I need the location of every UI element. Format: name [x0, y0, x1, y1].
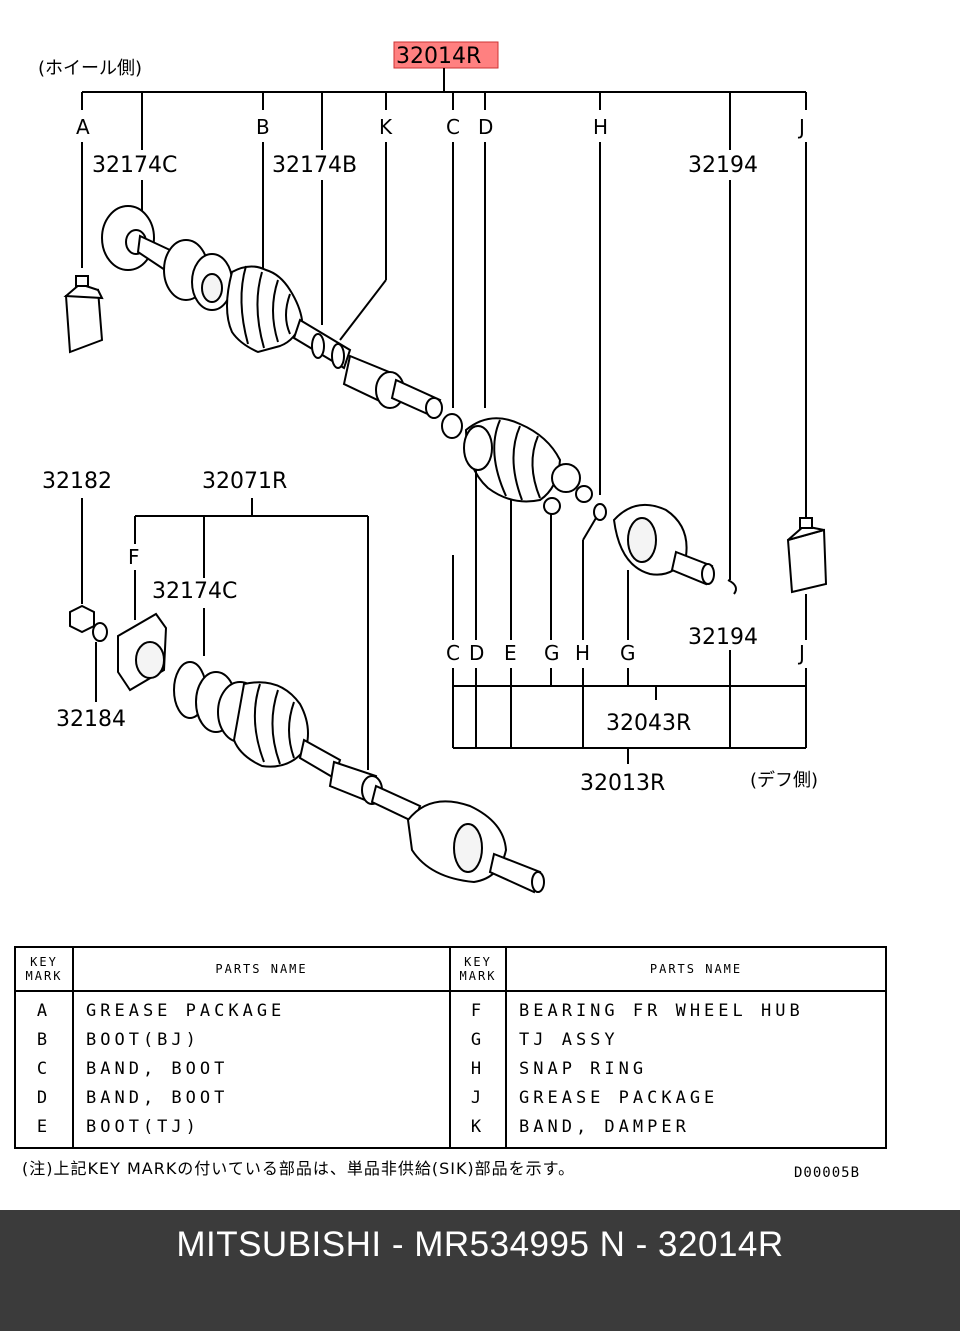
wheel-side-label: (ホイール側): [38, 58, 142, 79]
tripod-upper: [543, 463, 593, 515]
left-part-name: GREASE PACKAGE: [86, 1001, 286, 1021]
part-32194-top[interactable]: 32194: [688, 153, 758, 178]
damper-lower: [328, 760, 422, 824]
left-part-name: BAND, BOOT: [86, 1088, 229, 1108]
header-parts-name-right: PARTS NAME: [505, 946, 887, 992]
table-body-row: A B C D E GREASE PACKAGE BOOT(BJ) BAND, …: [14, 990, 887, 1149]
snap-ring-upper: [593, 503, 607, 521]
part-32182[interactable]: 32182: [42, 469, 112, 494]
part-32174b[interactable]: 32174B: [272, 153, 357, 178]
right-marks-column: F G H J K: [449, 990, 507, 1149]
right-mark: H: [470, 1059, 486, 1079]
letter-c-bottom: C: [446, 641, 460, 665]
left-mark: B: [36, 1030, 52, 1050]
header-parts-name-left: PARTS NAME: [72, 946, 451, 992]
band-c-upper: [441, 413, 463, 439]
part-32071r[interactable]: 32071R: [202, 469, 287, 494]
left-mark: D: [36, 1088, 52, 1108]
damper-upper: [311, 333, 443, 419]
grease-package-a: [63, 275, 104, 354]
letter-b-top: B: [256, 115, 270, 139]
footer-bar: MITSUBISHI - MR534995 N - 32014R: [0, 1210, 960, 1331]
right-part-name: SNAP RING: [519, 1059, 648, 1079]
tj-housing-lower: [406, 800, 545, 894]
washer-32184: [92, 622, 108, 642]
bottom-bracket-lines: [452, 470, 807, 764]
letter-h-top: H: [593, 115, 608, 139]
exploded-parts-diagram: (ホイール側) 32014R A B K C D H J 32174C 3217…: [38, 41, 828, 894]
letter-j-bottom: J: [797, 641, 805, 665]
letter-a-top: A: [76, 115, 90, 139]
letter-j-top: J: [797, 115, 805, 139]
footer-part-title: MITSUBISHI - MR534995 N - 32014R: [176, 1225, 784, 1264]
right-part-name: TJ ASSY: [519, 1030, 619, 1050]
left-mark: E: [36, 1117, 52, 1137]
part-32174c-bottom[interactable]: 32174C: [152, 579, 237, 604]
left-mark: A: [36, 1001, 52, 1021]
top-bracket-drops: [81, 92, 807, 150]
highlighted-part-number[interactable]: 32014R: [396, 44, 481, 69]
right-names-column: BEARING FR WHEEL HUB TJ ASSY SNAP RING G…: [505, 990, 887, 1149]
right-mark: G: [470, 1030, 486, 1050]
letter-h-bottom: H: [575, 641, 590, 665]
letter-g-bottom-1: G: [544, 641, 560, 665]
part-32194-bottom[interactable]: 32194: [688, 625, 758, 650]
left-part-name: BAND, BOOT: [86, 1059, 229, 1079]
right-part-name: BEARING FR WHEEL HUB: [519, 1001, 804, 1021]
right-mark: K: [470, 1117, 486, 1137]
tj-housing-upper: [612, 503, 715, 586]
letter-g-bottom-2: G: [620, 641, 636, 665]
grease-package-j: [786, 517, 828, 594]
diagram-code: D00005B: [794, 1165, 861, 1181]
right-part-name: BAND, DAMPER: [519, 1117, 690, 1137]
left-part-name: BOOT(BJ): [86, 1030, 200, 1050]
part-32013r[interactable]: 32013R: [580, 771, 665, 796]
wheel-hub-f: [117, 612, 168, 692]
outer-joint-upper: [101, 205, 233, 311]
left-marks-column: A B C D E: [14, 990, 74, 1149]
diff-side-label: (デフ側): [750, 770, 818, 791]
footnote: (注)上記KEY MARKの付いている部品は、単品非供給(SIK)部品を示す。: [22, 1159, 576, 1178]
letter-k-top: K: [379, 115, 393, 139]
part-32043r[interactable]: 32043R: [606, 711, 691, 736]
boot-tj-upper: [463, 417, 562, 503]
left-mark: C: [36, 1059, 52, 1079]
right-mark: F: [470, 1001, 486, 1021]
outer-joint-lower: [173, 661, 342, 780]
letter-d-top: D: [478, 115, 493, 139]
left-part-name: BOOT(TJ): [86, 1117, 200, 1137]
part-32184[interactable]: 32184: [56, 707, 126, 732]
right-part-name: GREASE PACKAGE: [519, 1088, 719, 1108]
left-names-column: GREASE PACKAGE BOOT(BJ) BAND, BOOT BAND,…: [72, 990, 451, 1149]
highlight-box: [393, 41, 499, 69]
nut-32182: [69, 604, 95, 634]
letter-d-bottom: D: [469, 641, 484, 665]
letter-c-top: C: [446, 115, 460, 139]
letter-f: F: [128, 545, 140, 569]
right-mark: J: [470, 1088, 486, 1108]
part-32174c-top[interactable]: 32174C: [92, 153, 177, 178]
clip-32194: [727, 579, 737, 595]
letter-e-bottom: E: [504, 641, 517, 665]
